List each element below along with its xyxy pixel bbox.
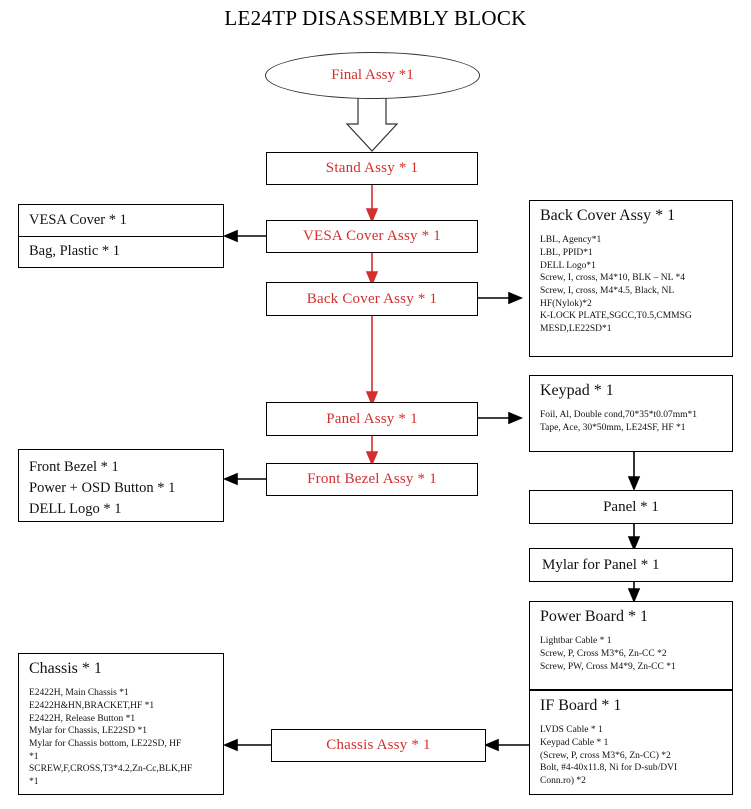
list-item: *1 (29, 751, 39, 762)
node-mylar-for-panel-label: Mylar for Panel * 1 (542, 556, 660, 573)
box-if-board: IF Board * 1 LVDS Cable * 1 Keypad Cable… (529, 690, 733, 795)
node-back-cover-assy-label: Back Cover Assy * 1 (306, 290, 438, 307)
list-item: Power + OSD Button * 1 (29, 480, 176, 497)
list-item: Screw, I, cross, M4*4.5, Black, NL (540, 285, 675, 296)
list-item: Keypad Cable * 1 (540, 738, 609, 749)
list-item: *1 (29, 776, 39, 787)
list-item: Screw, P, Cross M3*6, Zn-CC *2 (540, 649, 667, 660)
list-item: Lightbar Cable * 1 (540, 636, 612, 647)
list-item: Mylar for Chassis, LE22SD *1 (29, 726, 147, 737)
list-item: E2422H&HN,BRACKET,HF *1 (29, 701, 155, 712)
list-item: LBL, Agency*1 (540, 235, 602, 246)
list-item: DELL Logo*1 (540, 260, 596, 271)
node-final-assy[interactable]: Final Assy *1 (265, 52, 480, 99)
node-chassis-assy-label: Chassis Assy * 1 (326, 737, 431, 753)
list-item: VESA Cover * 1 (29, 211, 127, 228)
block-arrow-final-to-stand (345, 96, 399, 152)
list-item: LBL, PPID*1 (540, 248, 593, 259)
box-header: IF Board * 1 (540, 697, 622, 714)
box-header: Chassis * 1 (29, 660, 102, 677)
list-item: E2422H, Main Chassis *1 (29, 688, 129, 699)
node-panel-assy-label: Panel Assy * 1 (326, 410, 418, 427)
box-keypad-detail: Keypad * 1 Foil, Al, Double cond,70*35*t… (529, 375, 733, 452)
node-mylar-for-panel[interactable]: Mylar for Panel * 1 (529, 548, 733, 582)
list-item: DELL Logo * 1 (29, 501, 122, 518)
box-front-bezel-parts: Front Bezel * 1 Power + OSD Button * 1 D… (18, 449, 224, 522)
list-item: Mylar for Chassis bottom, LE22SD, HF (29, 738, 182, 749)
box-back-cover-detail: Back Cover Assy * 1 LBL, Agency*1 LBL, P… (529, 200, 733, 357)
box-power-board: Power Board * 1 Lightbar Cable * 1 Screw… (529, 601, 733, 690)
list-item: HF(Nylok)*2 (540, 298, 592, 309)
list-item: Foil, Al, Double cond,70*35*t0.07mm*1 (540, 410, 698, 421)
node-final-assy-label: Final Assy *1 (331, 67, 414, 83)
node-front-bezel-assy[interactable]: Front Bezel Assy * 1 (266, 463, 478, 496)
box-vesa-cover-parts: VESA Cover * 1 Bag, Plastic * 1 (18, 204, 224, 268)
node-panel-assy[interactable]: Panel Assy * 1 (266, 402, 478, 436)
list-item: Conn.ro) *2 (540, 775, 586, 786)
list-item: K-LOCK PLATE,SGCC,T0.5,CMMSG (540, 311, 692, 322)
list-item: Screw, PW, Cross M4*9, Zn-CC *1 (540, 661, 676, 672)
box-header: Back Cover Assy * 1 (540, 207, 676, 224)
node-front-bezel-assy-label: Front Bezel Assy * 1 (307, 471, 437, 487)
node-panel-label: Panel * 1 (603, 498, 659, 515)
node-stand-assy[interactable]: Stand Assy * 1 (266, 152, 478, 185)
box-header: Power Board * 1 (540, 608, 648, 625)
list-item: SCREW,F,CROSS,T3*4.2,Zn-Cc,BLK,HF (29, 764, 193, 775)
list-item: Bolt, #4-40x11.8, Ni for D-sub/DVI (540, 763, 678, 774)
node-panel[interactable]: Panel * 1 (529, 490, 733, 524)
node-stand-assy-label: Stand Assy * 1 (325, 160, 419, 176)
list-item: (Screw, P, cross M3*6, Zn-CC) *2 (540, 750, 671, 761)
list-item: Front Bezel * 1 (29, 459, 119, 475)
node-chassis-assy[interactable]: Chassis Assy * 1 (271, 729, 486, 762)
node-vesa-cover-assy-label: VESA Cover Assy * 1 (303, 228, 441, 244)
page-title: LE24TP DISASSEMBLY BLOCK (224, 6, 527, 30)
box-chassis-detail: Chassis * 1 E2422H, Main Chassis *1 E242… (18, 653, 224, 795)
list-item: Tape, Ace, 30*50mm, LE24SF, HF *1 (540, 423, 686, 434)
box-header: Keypad * 1 (540, 382, 614, 399)
node-vesa-cover-assy[interactable]: VESA Cover Assy * 1 (266, 220, 478, 253)
list-item: MESD,LE22SD*1 (540, 323, 612, 334)
list-item: Screw, I, cross, M4*10, BLK – NL *4 (540, 273, 685, 284)
list-item: Bag, Plastic * 1 (19, 235, 223, 268)
list-item: E2422H, Release Button *1 (29, 713, 136, 724)
node-back-cover-assy[interactable]: Back Cover Assy * 1 (266, 282, 478, 316)
list-item: LVDS Cable * 1 (540, 725, 603, 736)
